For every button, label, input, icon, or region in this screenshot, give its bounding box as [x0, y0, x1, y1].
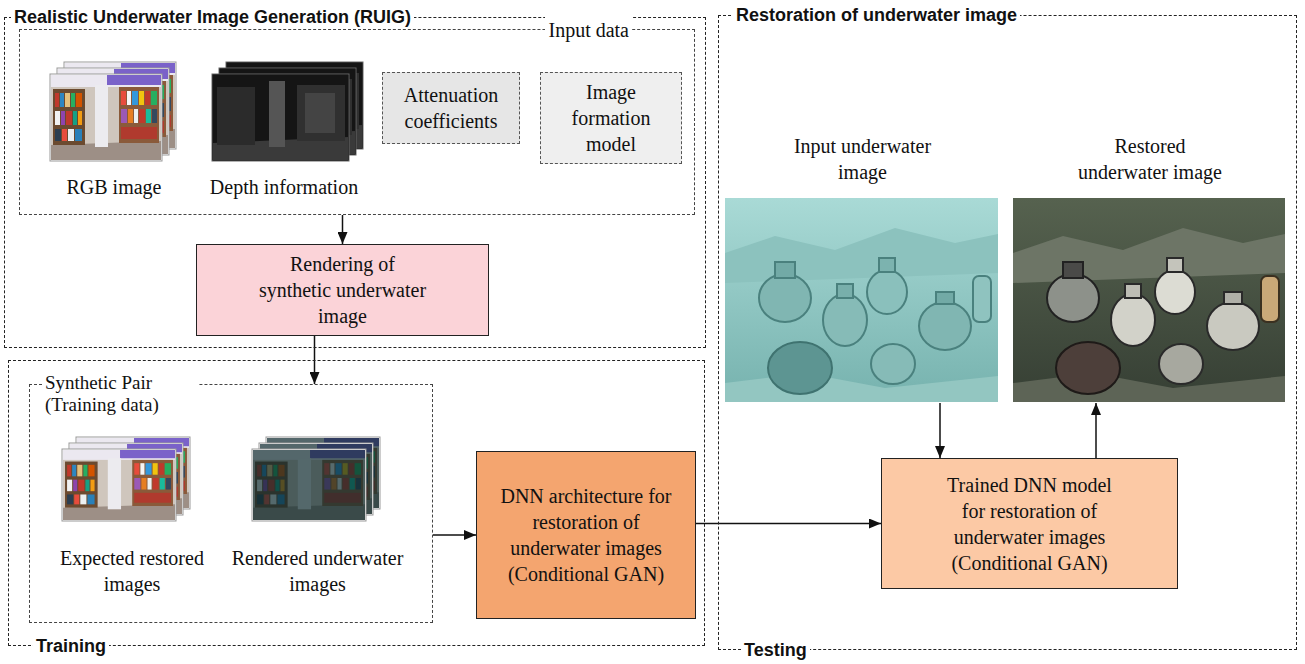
label-text: Expected restored images [57, 545, 207, 597]
rendered-image-stack [252, 437, 380, 521]
image-node: Depth information [200, 64, 368, 200]
label-patch: Training [33, 635, 109, 657]
label-text: DNN architecture for restoration of unde… [500, 483, 672, 587]
caption: Input underwater image [726, 133, 999, 185]
input-group: Input dataRGB imageDepth informationAtte… [19, 29, 695, 215]
label-text: RGB image [67, 174, 162, 200]
underwater-photo [725, 198, 998, 402]
label-text: Restored underwater image [1070, 133, 1230, 185]
arrow-connector [696, 523, 881, 525]
label-text: Trained DNN model for restoration of und… [942, 472, 1118, 576]
caption: Rendered underwater images [230, 545, 405, 597]
label-text: Rendered underwater images [230, 545, 405, 597]
caption: RGB image [44, 174, 184, 200]
image-node: Rendered underwater images [230, 437, 405, 597]
section-region: TrainingSynthetic Pair (Training data)Ex… [8, 360, 705, 646]
label-text: Training [36, 635, 106, 657]
input-box: Image formation model [540, 72, 682, 164]
label-patch: Input data [545, 17, 632, 43]
caption: Expected restored images [57, 545, 207, 597]
expected-image-stack [62, 437, 190, 521]
label-text: Depth information [210, 174, 358, 200]
process-box: DNN architecture for restoration of unde… [476, 451, 696, 619]
label-text: Attenuation coefficients [389, 82, 513, 134]
label-text: Rendering of synthetic underwater image [259, 251, 427, 329]
input-box: Attenuation coefficients [382, 72, 520, 144]
arrow-connector [1095, 403, 1097, 458]
label-text: Image formation model [548, 79, 674, 157]
image-node: Expected restored images [57, 437, 207, 597]
restored-photo [1013, 198, 1285, 402]
section-region: Restoration of underwater imageTestingIn… [718, 15, 1297, 650]
label-text: Testing [744, 639, 807, 661]
arrow-connector [433, 534, 476, 536]
image-node: Restored underwater image [1014, 133, 1286, 403]
section-region: Realistic Underwater Image Generation (R… [4, 17, 706, 348]
label-text: Synthetic Pair (Training data) [45, 372, 195, 416]
label-text: Restoration of underwater image [736, 4, 1017, 26]
label-text: Input data [548, 17, 629, 43]
data-group: Synthetic Pair (Training data)Expected r… [29, 384, 433, 623]
image-node: Input underwater image [726, 133, 999, 403]
depth-stack [212, 62, 363, 161]
label-patch: Realistic Underwater Image Generation (R… [11, 6, 414, 28]
rgb-image-stack [50, 62, 176, 161]
arrow-connector [939, 403, 941, 458]
label-text: Input underwater image [783, 133, 943, 185]
label-patch: Testing [741, 639, 810, 661]
caption: Restored underwater image [1014, 133, 1286, 185]
process-box: Rendering of synthetic underwater image [196, 244, 489, 336]
image-node: RGB image [44, 64, 184, 200]
caption: Depth information [200, 174, 368, 200]
label-patch: Synthetic Pair (Training data) [42, 372, 198, 416]
arrow-connector [342, 215, 344, 244]
process-box: Trained DNN model for restoration of und… [881, 458, 1178, 589]
label-text: Realistic Underwater Image Generation (R… [14, 6, 411, 28]
label-patch: Restoration of underwater image [733, 4, 1020, 26]
